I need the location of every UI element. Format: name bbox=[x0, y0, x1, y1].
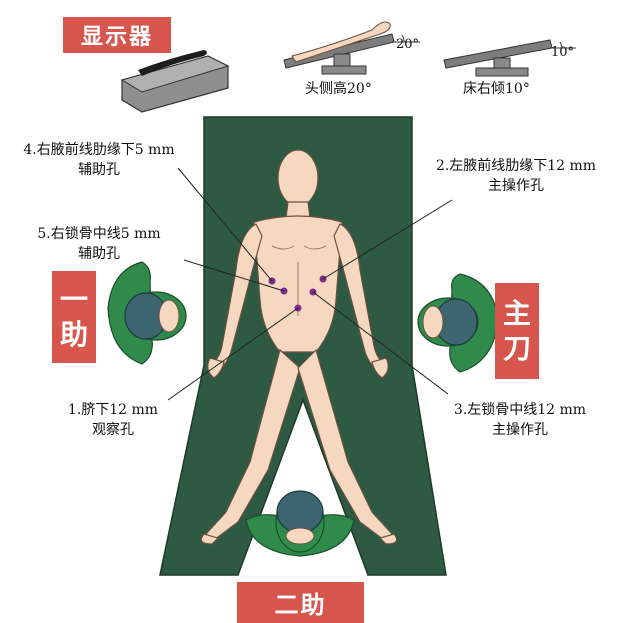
port-5-label: 5.右锁骨中线5 mm 辅助孔 bbox=[10, 224, 188, 264]
surgeon-char-1: 主 bbox=[503, 296, 531, 331]
port-5-role: 辅助孔 bbox=[10, 244, 188, 264]
port-4-name: 4.右腋前线肋缘下5 mm bbox=[4, 140, 194, 160]
assistant-1-char-1: 一 bbox=[60, 282, 88, 317]
port-3-role: 主操作孔 bbox=[436, 420, 604, 440]
head-up-angle: 20° bbox=[396, 37, 419, 52]
assistant-1-label: 一 助 bbox=[52, 271, 96, 363]
assistant-1-char-2: 助 bbox=[60, 317, 88, 352]
right-tilt-caption: 床右倾10° bbox=[463, 78, 530, 98]
port-1-role: 观察孔 bbox=[50, 420, 176, 440]
port-1-name: 1.脐下12 mm bbox=[50, 400, 176, 420]
port-5-name: 5.右锁骨中线5 mm bbox=[10, 224, 188, 244]
surgeon-figure bbox=[418, 274, 498, 372]
monitor-icon bbox=[122, 50, 228, 112]
port-4-label: 4.右腋前线肋缘下5 mm 辅助孔 bbox=[4, 140, 194, 180]
assistant-2-label: 二助 bbox=[237, 582, 364, 623]
port-1-label: 1.脐下12 mm 观察孔 bbox=[50, 400, 176, 440]
right-tilt-angle: 10° bbox=[551, 45, 574, 60]
port-2-label: 2.左腋前线肋缘下12 mm 主操作孔 bbox=[418, 156, 614, 196]
surgeon-label: 主 刀 bbox=[495, 283, 539, 379]
port-2-role: 主操作孔 bbox=[418, 176, 614, 196]
head-up-caption: 头侧高20° bbox=[305, 78, 372, 98]
port-2-name: 2.左腋前线肋缘下12 mm bbox=[418, 156, 614, 176]
port-3-name: 3.左锁骨中线12 mm bbox=[436, 400, 604, 420]
surgeon-char-2: 刀 bbox=[503, 331, 531, 366]
monitor-label: 显示器 bbox=[63, 17, 171, 53]
port-3-label: 3.左锁骨中线12 mm 主操作孔 bbox=[436, 400, 604, 440]
port-4-role: 辅助孔 bbox=[4, 160, 194, 180]
assistant-1-figure bbox=[108, 262, 186, 364]
